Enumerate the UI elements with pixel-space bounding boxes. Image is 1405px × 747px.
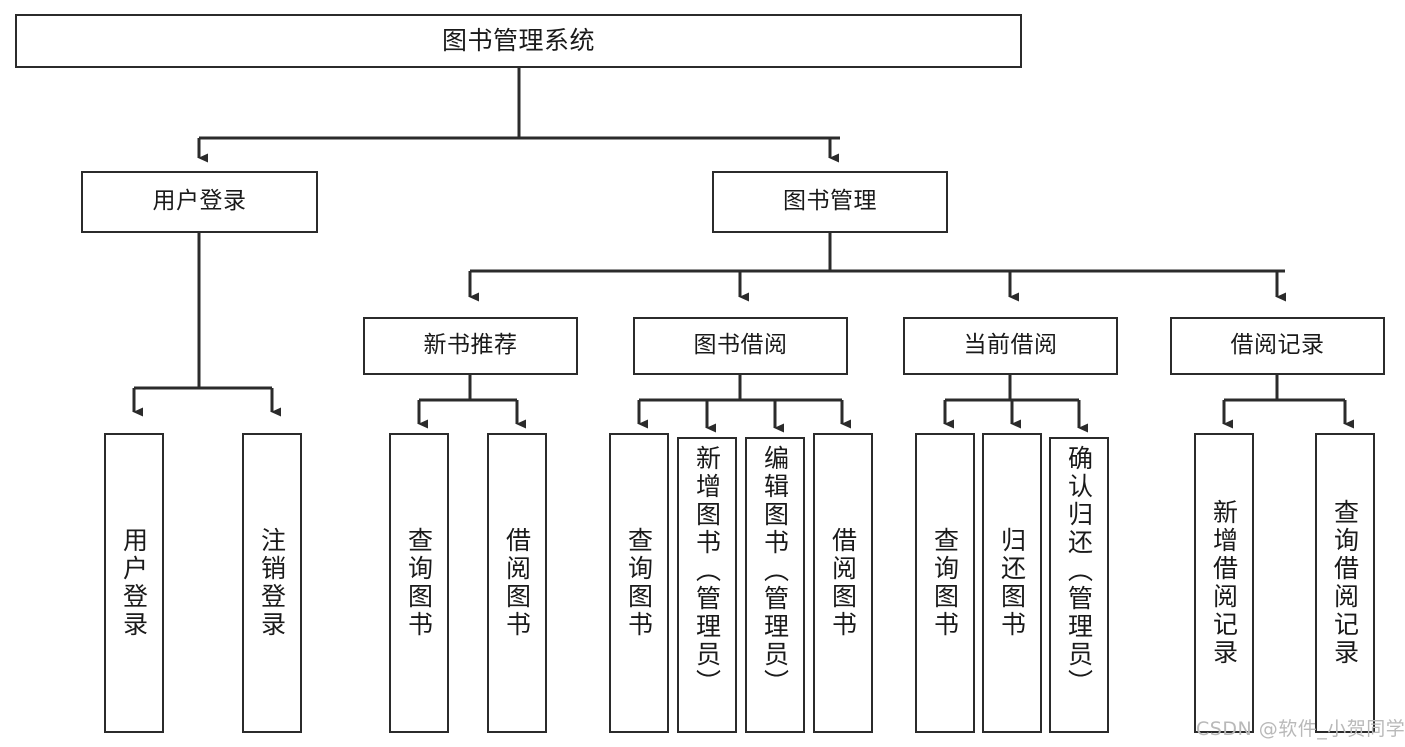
node-book-borrow[interactable]: 图书借阅	[633, 317, 848, 375]
leaf-user-login-label: 用户登录	[119, 527, 149, 639]
node-root-system[interactable]: 图书管理系统	[15, 14, 1022, 68]
leaf-borrow-book-1[interactable]: 借阅图书	[487, 433, 547, 733]
node-user-login-label: 用户登录	[152, 188, 247, 215]
leaf-query-book-3[interactable]: 查询图书	[915, 433, 975, 733]
leaf-edit-book[interactable]: 编辑图书（管理员）	[745, 437, 805, 733]
leaf-borrow-book-2[interactable]: 借阅图书	[813, 433, 873, 733]
leaf-query-record[interactable]: 查询借阅记录	[1315, 433, 1375, 733]
leaf-user-login[interactable]: 用户登录	[104, 433, 164, 733]
leaf-edit-book-label: 编辑图书（管理员）	[760, 445, 790, 697]
node-root-system-label: 图书管理系统	[441, 26, 595, 55]
node-new-book-recommend-label: 新书推荐	[423, 332, 518, 359]
node-borrow-record[interactable]: 借阅记录	[1170, 317, 1385, 375]
leaf-query-record-label: 查询借阅记录	[1330, 499, 1360, 667]
leaf-add-record[interactable]: 新增借阅记录	[1194, 433, 1254, 733]
leaf-borrow-book-1-label: 借阅图书	[502, 527, 532, 639]
leaf-logout-login-label: 注销登录	[257, 527, 287, 639]
node-book-manage[interactable]: 图书管理	[712, 171, 948, 233]
leaf-query-book-1[interactable]: 查询图书	[389, 433, 449, 733]
leaf-confirm-return-label: 确认归还（管理员）	[1064, 445, 1094, 697]
node-current-borrow-label: 当前借阅	[963, 332, 1058, 359]
leaf-add-record-label: 新增借阅记录	[1209, 499, 1239, 667]
leaf-query-book-2-label: 查询图书	[624, 527, 654, 639]
node-book-manage-label: 图书管理	[783, 188, 877, 215]
leaf-logout-login[interactable]: 注销登录	[242, 433, 302, 733]
node-new-book-recommend[interactable]: 新书推荐	[363, 317, 578, 375]
node-book-borrow-label: 图书借阅	[693, 332, 788, 359]
leaf-query-book-2[interactable]: 查询图书	[609, 433, 669, 733]
leaf-return-book[interactable]: 归还图书	[982, 433, 1042, 733]
node-borrow-record-label: 借阅记录	[1230, 332, 1325, 359]
leaf-query-book-3-label: 查询图书	[930, 527, 960, 639]
leaf-borrow-book-2-label: 借阅图书	[828, 527, 858, 639]
leaf-add-book[interactable]: 新增图书（管理员）	[677, 437, 737, 733]
leaf-query-book-1-label: 查询图书	[404, 527, 434, 639]
leaf-return-book-label: 归还图书	[997, 527, 1027, 639]
node-current-borrow[interactable]: 当前借阅	[903, 317, 1118, 375]
node-user-login[interactable]: 用户登录	[81, 171, 318, 233]
leaf-add-book-label: 新增图书（管理员）	[692, 445, 722, 697]
leaf-confirm-return[interactable]: 确认归还（管理员）	[1049, 437, 1109, 733]
